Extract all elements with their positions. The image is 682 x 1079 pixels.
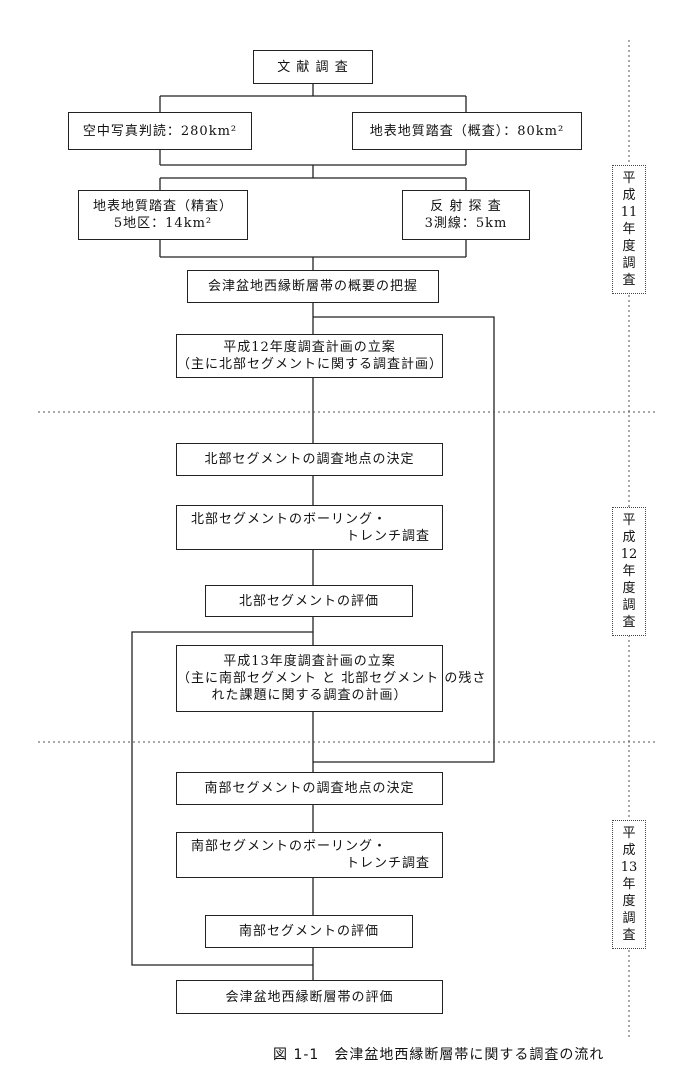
box-label-line: （主に南部セグメント と 北部セグメント の残さ xyxy=(177,671,487,686)
box-label-line: 3測線：5km xyxy=(424,216,508,231)
box-label: 会津盆地西縁断層帯の概要の把握 xyxy=(207,279,418,294)
year-char: 度 xyxy=(622,239,636,254)
box-label-line: トレンチ調査 xyxy=(345,528,430,544)
year-char: 13 xyxy=(620,860,638,875)
box-label: 南部セグメントの評価 xyxy=(238,924,379,939)
south-evaluation-box: 南部セグメントの評価 xyxy=(205,915,413,948)
year-char: 査 xyxy=(622,615,636,630)
year-char: 11 xyxy=(620,205,638,220)
year-char: 成 xyxy=(622,188,636,203)
year-label-h13: 平 成 13 年 度 調 査 xyxy=(612,820,646,949)
year-char: 平 xyxy=(622,513,636,528)
box-label-line: 反 射 探 査 xyxy=(430,199,502,214)
north-evaluation-box: 北部セグメントの評価 xyxy=(205,585,413,617)
box-label-line: 平成13年度調査計画の立案 xyxy=(223,654,396,669)
seismic-reflection-box: 反 射 探 査 3測線：5km xyxy=(402,190,530,240)
box-label: 会津盆地西縁断層帯の評価 xyxy=(225,989,394,1005)
box-label: 地表地質踏査（概査）：80km² xyxy=(369,123,565,139)
year-char: 年 xyxy=(622,877,636,892)
south-site-decision-box: 南部セグメントの調査地点の決定 xyxy=(176,772,443,805)
figure-caption: 図 1-1 会津盆地西縁断層帯に関する調査の流れ xyxy=(273,1047,605,1063)
box-label-line: （主に北部セグメントに関する調査計画） xyxy=(177,357,444,372)
fault-evaluation-box: 会津盆地西縁断層帯の評価 xyxy=(176,980,443,1014)
box-label-line: 5地区：14km² xyxy=(113,216,213,231)
year-char: 査 xyxy=(622,273,636,288)
year-label-h11: 平 成 11 年 度 調 査 xyxy=(612,165,646,294)
year-char: 度 xyxy=(622,581,636,596)
year-char: 12 xyxy=(620,547,638,562)
surface-survey-detail-box: 地表地質踏査（精査） 5地区：14km² xyxy=(78,190,248,240)
box-label-line: 北部セグメントのボーリング・ xyxy=(191,511,388,527)
year-char: 調 xyxy=(622,911,636,926)
box-label: 南部セグメントの調査地点の決定 xyxy=(204,781,415,796)
north-site-decision-box: 北部セグメントの調査地点の決定 xyxy=(176,443,443,476)
south-boring-trench-box: 南部セグメントのボーリング・ トレンチ調査 xyxy=(176,832,443,878)
year-char: 査 xyxy=(622,928,636,943)
surface-survey-rough-box: 地表地質踏査（概査）：80km² xyxy=(352,112,582,150)
year-char: 調 xyxy=(622,256,636,271)
year-char: 年 xyxy=(622,222,636,237)
box-label-line: れた課題に関する調査の計画） xyxy=(211,688,408,703)
box-label: 北部セグメントの評価 xyxy=(238,593,379,609)
aerial-photo-box: 空中写真判読：280km² xyxy=(68,112,252,150)
box-label-line: トレンチ調査 xyxy=(345,856,430,871)
box-label: 空中写真判読：280km² xyxy=(82,123,238,139)
box-label: 文 献 調 査 xyxy=(277,59,349,75)
year-char: 成 xyxy=(622,843,636,858)
year-char: 調 xyxy=(622,598,636,613)
north-boring-trench-box: 北部セグメントのボーリング・ トレンチ調査 xyxy=(176,505,443,550)
plan-h12-box: 平成12年度調査計画の立案 （主に北部セグメントに関する調査計画） xyxy=(176,334,443,378)
year-char: 平 xyxy=(622,171,636,186)
box-label-line: 平成12年度調査計画の立案 xyxy=(223,340,396,355)
fault-overview-box: 会津盆地西縁断層帯の概要の把握 xyxy=(187,270,439,303)
box-label-line: 南部セグメントのボーリング・ xyxy=(191,839,388,854)
year-char: 年 xyxy=(622,564,636,579)
box-label-line: 地表地質踏査（精査） xyxy=(92,199,233,214)
literature-review-box: 文 献 調 査 xyxy=(253,50,373,84)
year-char: 平 xyxy=(622,826,636,841)
plan-h13-box: 平成13年度調査計画の立案 （主に南部セグメント と 北部セグメント の残さ れ… xyxy=(176,645,487,712)
year-char: 度 xyxy=(622,894,636,909)
year-label-h12: 平 成 12 年 度 調 査 xyxy=(612,507,646,636)
box-label: 北部セグメントの調査地点の決定 xyxy=(204,452,415,467)
year-char: 成 xyxy=(622,530,636,545)
